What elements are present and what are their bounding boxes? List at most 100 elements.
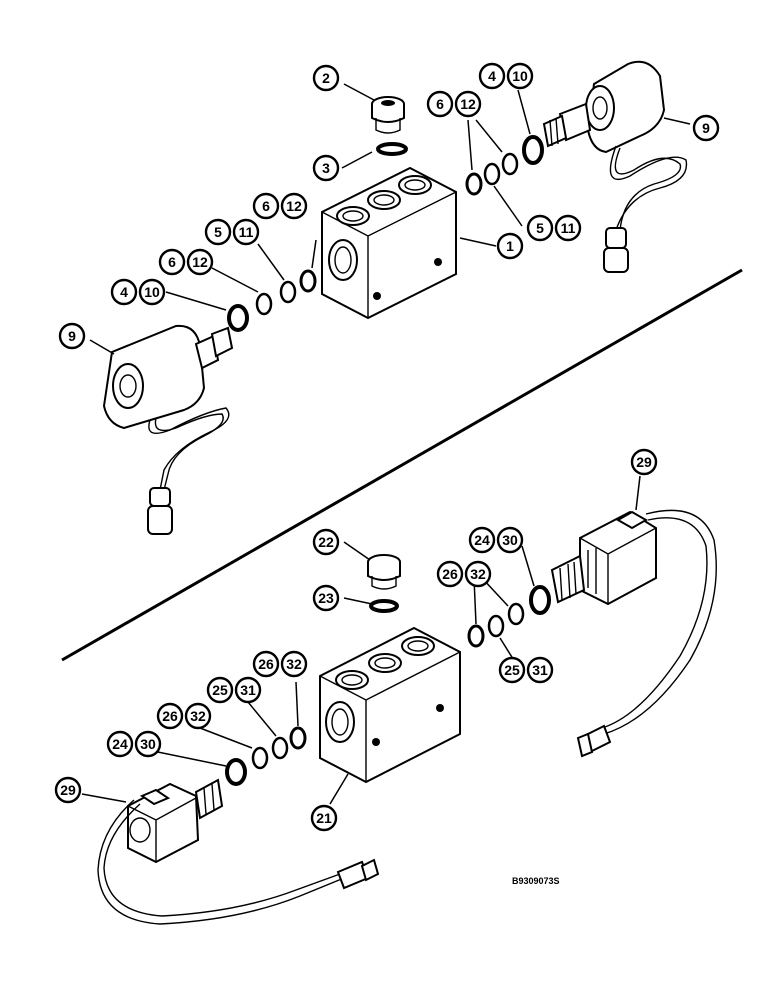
callout-26: 26 — [436, 560, 464, 588]
callout-5: 5 — [526, 214, 554, 242]
callout-6: 6 — [158, 248, 186, 276]
callout-26: 26 — [252, 650, 280, 678]
callout-26: 26 — [156, 702, 184, 730]
callout-4: 4 — [478, 62, 506, 90]
callout-25: 25 — [498, 656, 526, 684]
oring-part-23 — [369, 599, 399, 613]
callout-32: 32 — [184, 702, 212, 730]
seal-ring-part-30-right — [529, 585, 551, 615]
svg-text:12: 12 — [192, 254, 208, 270]
callout-11: 11 — [554, 214, 582, 242]
callout-24: 24 — [106, 730, 134, 758]
svg-text:32: 32 — [286, 656, 302, 672]
callout-12: 12 — [454, 90, 482, 118]
svg-text:5: 5 — [214, 224, 222, 240]
svg-text:6: 6 — [168, 254, 176, 270]
valve-block-part-21 — [319, 626, 461, 784]
callout-29: 29 — [54, 776, 82, 804]
seal-ring-part-12-right — [465, 172, 483, 196]
callout-9: 9 — [692, 114, 720, 142]
callout-31: 31 — [234, 676, 262, 704]
callout-4: 4 — [110, 278, 138, 306]
svg-text:31: 31 — [532, 662, 548, 678]
svg-text:24: 24 — [112, 736, 128, 752]
callout-6: 6 — [426, 90, 454, 118]
seal-ring-part-30-left — [225, 758, 247, 786]
callout-32: 32 — [280, 650, 308, 678]
seal-ring-part-32-left — [251, 746, 269, 770]
plug-part-2 — [371, 96, 405, 134]
svg-text:23: 23 — [318, 590, 334, 606]
callout-1: 1 — [496, 232, 524, 260]
seal-ring-part-12-left — [255, 292, 273, 316]
oring-part-3 — [376, 142, 408, 156]
svg-text:31: 31 — [240, 682, 256, 698]
seal-ring-part-10-right — [522, 135, 544, 165]
document-number: B9309073S — [512, 876, 560, 886]
callout-3: 3 — [312, 154, 340, 182]
callout-12: 12 — [186, 248, 214, 276]
svg-text:11: 11 — [239, 224, 254, 240]
callout-23: 23 — [312, 584, 340, 612]
svg-text:22: 22 — [318, 534, 334, 550]
seal-ring-part-31-right — [487, 614, 505, 638]
svg-text:9: 9 — [68, 328, 76, 344]
svg-text:25: 25 — [212, 682, 228, 698]
callout-11: 11 — [232, 218, 260, 246]
seal-ring-part-12b-left — [299, 269, 317, 293]
svg-text:6: 6 — [436, 96, 444, 112]
svg-text:2: 2 — [322, 70, 330, 86]
svg-text:4: 4 — [488, 68, 496, 84]
valve-block-part-1 — [321, 166, 457, 320]
svg-text:24: 24 — [474, 532, 490, 548]
plug-part-22 — [367, 554, 401, 590]
seal-ring-part-32-right — [467, 624, 485, 648]
svg-text:32: 32 — [190, 708, 206, 724]
callout-12: 12 — [280, 192, 308, 220]
solenoid-part-29-lower-left — [97, 778, 380, 925]
svg-text:21: 21 — [316, 810, 332, 826]
solenoid-part-9-lower-left — [102, 324, 234, 535]
callout-10: 10 — [138, 278, 166, 306]
svg-text:4: 4 — [120, 284, 128, 300]
svg-text:3: 3 — [322, 160, 330, 176]
svg-text:10: 10 — [512, 68, 528, 84]
callout-22: 22 — [312, 528, 340, 556]
svg-text:26: 26 — [162, 708, 178, 724]
svg-text:6: 6 — [262, 198, 270, 214]
seal-ring-part-12b-right — [501, 152, 519, 176]
svg-text:26: 26 — [258, 656, 274, 672]
svg-text:1: 1 — [506, 238, 514, 254]
seal-ring-part-10-left — [227, 304, 249, 332]
seal-ring-part-32b-right — [507, 602, 525, 626]
seal-ring-part-11-right — [483, 162, 501, 186]
callout-6: 6 — [252, 192, 280, 220]
svg-text:25: 25 — [504, 662, 520, 678]
callout-10: 10 — [506, 62, 534, 90]
svg-text:29: 29 — [60, 782, 76, 798]
callout-30: 30 — [134, 730, 162, 758]
svg-text:9: 9 — [702, 120, 710, 136]
lower-assembly — [81, 475, 717, 925]
callout-32: 32 — [464, 560, 492, 588]
callout-31: 31 — [526, 656, 554, 684]
svg-text:12: 12 — [460, 96, 476, 112]
solenoid-part-9-upper-right — [542, 60, 688, 273]
callout-21: 21 — [310, 804, 338, 832]
svg-text:30: 30 — [140, 736, 156, 752]
svg-text:29: 29 — [636, 454, 652, 470]
callout-25: 25 — [206, 676, 234, 704]
callout-5: 5 — [204, 218, 232, 246]
svg-text:5: 5 — [536, 220, 544, 236]
svg-text:12: 12 — [286, 198, 302, 214]
seal-ring-part-11-left — [279, 280, 297, 304]
svg-text:30: 30 — [502, 532, 518, 548]
section-divider — [61, 268, 743, 662]
seal-ring-part-31-left — [271, 736, 289, 760]
svg-text:10: 10 — [144, 284, 160, 300]
seal-ring-part-32b-left — [289, 726, 307, 750]
callout-2: 2 — [312, 64, 340, 92]
callout-29: 29 — [630, 448, 658, 476]
callout-9: 9 — [58, 322, 86, 350]
svg-text:32: 32 — [470, 566, 486, 582]
